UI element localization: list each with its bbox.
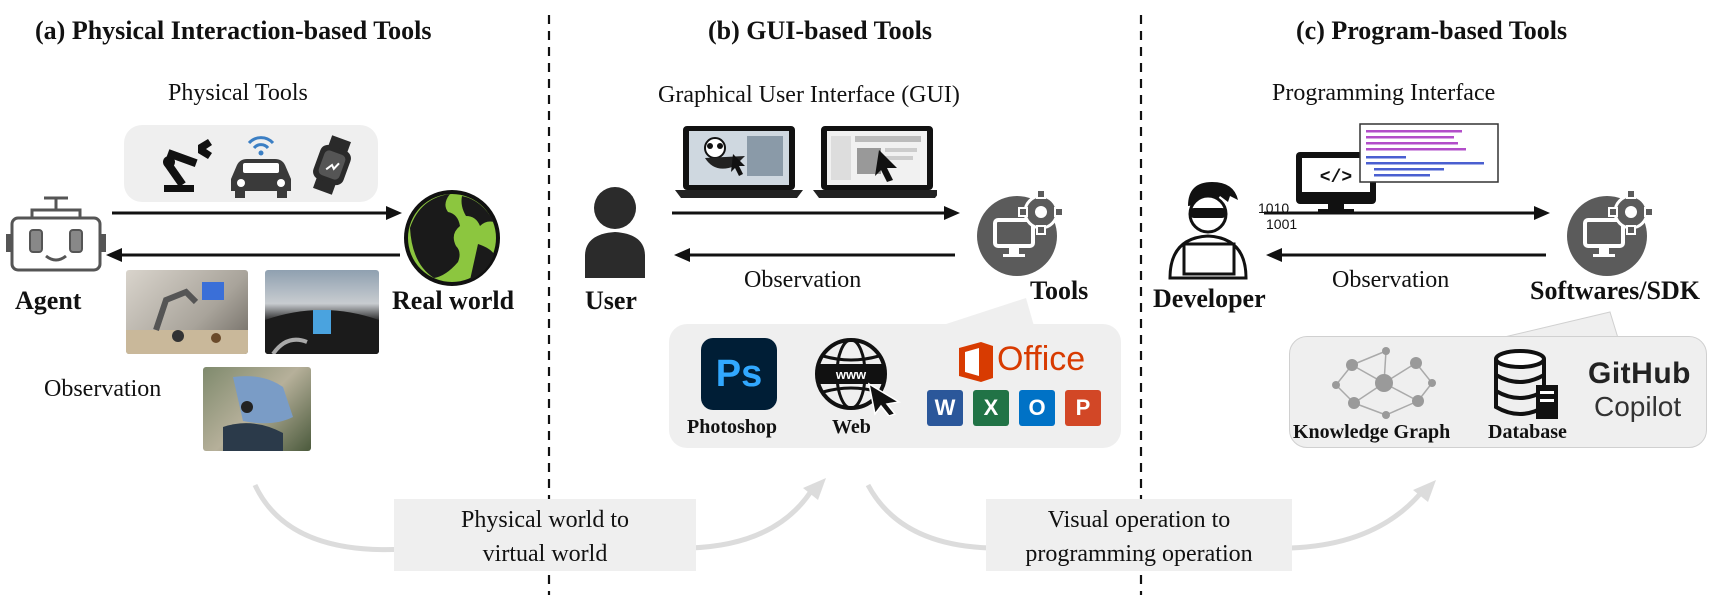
transition-arrowhead-2	[1413, 480, 1436, 502]
transition-label-physical-to-virtual: Physical world to virtual world	[394, 499, 696, 571]
transition-label-visual-to-programming: Visual operation to programming operatio…	[986, 499, 1292, 571]
program-apps-panel: Knowledge Graph Database GitHub Copilot	[1289, 336, 1707, 448]
photoshop-label: Photoshop	[687, 416, 778, 438]
robot-lab-photo	[126, 270, 248, 354]
transition-arrowhead-1	[803, 478, 826, 500]
earth-icon	[404, 190, 500, 286]
code-symbol-text: </>	[1320, 168, 1352, 188]
word-icon: W	[927, 390, 963, 426]
gui-interface-label: Graphical User Interface (GUI)	[658, 82, 960, 108]
programming-interface-label: Programming Interface	[1272, 80, 1496, 106]
photoshop-icon: Ps	[701, 338, 777, 410]
web-globe-icon: www	[815, 338, 902, 416]
outlook-icon: O	[1019, 390, 1055, 426]
developer-icon	[1168, 182, 1248, 280]
softwares-sdk-label: Softwares/SDK	[1530, 276, 1700, 305]
physical-arrows	[106, 206, 402, 262]
transition-curve-2b	[1289, 486, 1427, 551]
user-label: User	[585, 286, 637, 315]
tools-gear-icon	[977, 190, 1064, 276]
physical-observation-label: Observation	[44, 376, 162, 402]
tools-label: Tools	[1030, 276, 1089, 305]
database-icon	[1494, 349, 1558, 419]
developer-label: Developer	[1153, 284, 1266, 313]
binary-line-2: 1001	[1266, 216, 1298, 232]
gui-arrows	[672, 206, 960, 262]
gui-observation-label: Observation	[744, 267, 862, 293]
gui-apps-panel: Ps Photoshop www Web Office W X O P	[669, 324, 1121, 448]
gui-panel-callout	[940, 298, 1034, 326]
physical-tools-label: Physical Tools	[168, 80, 308, 106]
transition-curve-1b	[689, 483, 818, 551]
knowledge-graph-icon	[1332, 347, 1436, 419]
database-label: Database	[1488, 421, 1567, 443]
copilot-logo-text: Copilot	[1594, 391, 1682, 422]
program-observation-label: Observation	[1332, 267, 1450, 293]
laptop-icon-2	[813, 126, 937, 198]
car-interior-photo	[265, 270, 379, 354]
connected-car-icon	[231, 136, 291, 198]
physical-tools-icons	[163, 135, 351, 198]
runner-photo	[203, 367, 311, 451]
section-title-gui: (b) GUI-based Tools	[708, 16, 932, 45]
knowledge-graph-label: Knowledge Graph	[1293, 421, 1451, 443]
code-monitor-icon: </>	[1296, 123, 1499, 212]
powerpoint-icon: P	[1065, 390, 1101, 426]
smartwatch-icon	[313, 135, 351, 195]
transition-curve-1	[252, 483, 421, 553]
agent-label: Agent	[15, 286, 82, 315]
physical-tools-panel	[124, 125, 378, 202]
office-logo-text: Office	[997, 340, 1086, 378]
office-logo-icon	[959, 342, 993, 382]
web-label: Web	[832, 416, 871, 438]
gui-laptops	[675, 126, 937, 198]
section-title-physical: (a) Physical Interaction-based Tools	[35, 16, 432, 45]
real-world-label: Real world	[392, 286, 515, 315]
robot-agent-icon	[6, 196, 106, 272]
section-title-program: (c) Program-based Tools	[1296, 16, 1568, 45]
user-icon	[585, 187, 645, 278]
robot-arm-icon	[163, 139, 212, 192]
sdk-gear-icon	[1567, 190, 1654, 276]
transition-curve-2	[865, 483, 991, 551]
program-arrows	[1264, 206, 1550, 262]
office-apps-row: W X O P	[927, 390, 1107, 430]
laptop-icon-1	[675, 126, 803, 198]
excel-icon: X	[973, 390, 1009, 426]
web-www-text: www	[835, 367, 867, 382]
github-logo-text: GitHub	[1588, 357, 1691, 390]
